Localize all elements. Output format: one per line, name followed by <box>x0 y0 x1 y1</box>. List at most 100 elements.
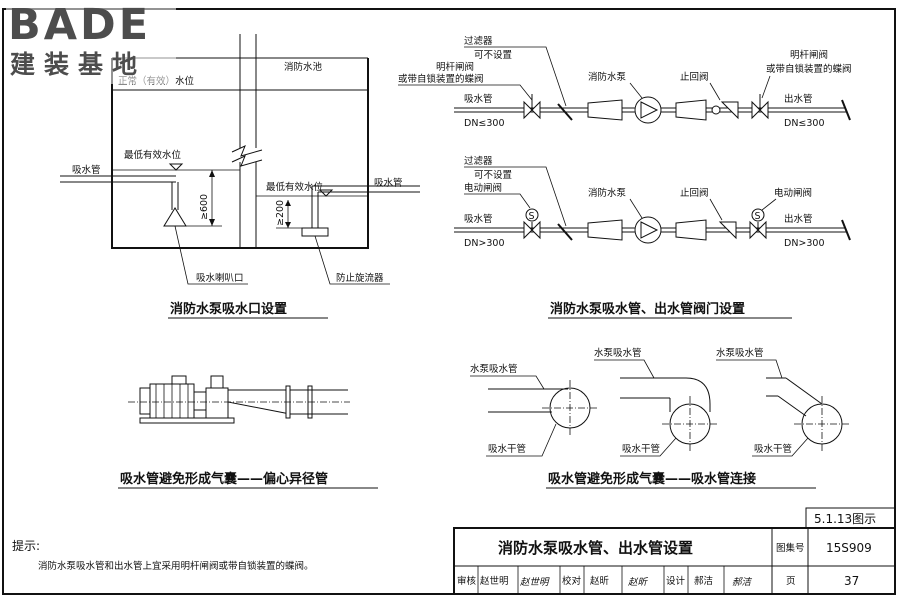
pipe-end-bottom <box>841 219 851 241</box>
elbow-outer-b <box>685 377 711 412</box>
check-valve-body-top <box>720 101 739 120</box>
note2-top: 明杆闸阀 <box>436 61 474 73</box>
bell-mouth-symbol <box>163 207 187 227</box>
leader-gate-inlet-bottom <box>464 193 531 209</box>
anti-vortex-plate <box>301 227 329 237</box>
title-block: 消防水泵吸水管、出水管设置 图集号 15S909 审核 赵世明 赵世明 校对 赵… <box>453 527 896 595</box>
connection-variant-c: 水泵吸水管 吸水干管 <box>716 347 850 457</box>
angled-inner-c <box>777 395 807 417</box>
dim-200-label: ≥200 <box>275 200 286 226</box>
angled-outer-c <box>785 377 823 405</box>
break-symbol <box>231 145 263 157</box>
connection-diagram: 水泵吸水管 吸水干管 水泵吸水管 吸水干管 <box>470 347 850 489</box>
pump-arrow-bottom <box>640 221 659 239</box>
gate-label1-top: 明杆闸阀 <box>790 49 828 61</box>
title-block-frame <box>453 527 896 595</box>
suction-label-left: 吸水管 <box>72 164 101 176</box>
atlas-label: 图集号 <box>776 542 805 554</box>
dim-600-label: ≥600 <box>199 194 210 220</box>
valve-row-top: 过滤器 可不设置 明杆闸阀 或带自锁装置的蝶阀 吸水管 DN≤300 消防水泵 … <box>398 35 852 129</box>
check-valve-bottom <box>718 221 737 240</box>
designer-signature: 郝洁 <box>732 577 753 588</box>
page-label: 页 <box>786 576 796 587</box>
leader-b-top <box>594 359 655 379</box>
header-label-a: 吸水干管 <box>488 443 526 455</box>
review-label: 审核 <box>457 575 477 587</box>
min-level-label-left: 最低有效水位 <box>124 149 182 161</box>
pipe-end-top <box>841 99 851 121</box>
design-label: 设计 <box>666 575 686 587</box>
pump-suction-label-c: 水泵吸水管 <box>716 347 764 359</box>
header-label-c: 吸水干管 <box>754 443 792 455</box>
reviewer-signature: 赵世明 <box>520 577 550 588</box>
leader-pump-bottom <box>629 198 643 219</box>
leader-filter-bottom <box>464 166 567 227</box>
brand-logo: BADE 建装基地 <box>6 2 176 84</box>
filter-bottom <box>557 223 573 241</box>
leader-pump-top <box>629 82 643 99</box>
suction-label-bottom: 吸水管 <box>464 213 493 225</box>
checker-name: 赵昕 <box>590 575 610 587</box>
leader-gate-outlet-top <box>761 75 771 99</box>
check-label: 校对 <box>562 575 582 587</box>
pump-label-bottom: 消防水泵 <box>588 187 627 199</box>
motor-coupling <box>193 391 207 411</box>
tank-label: 消防水池 <box>284 61 323 73</box>
note1-bottom: 可不设置 <box>474 170 512 181</box>
designer-name: 郝洁 <box>694 575 713 587</box>
leader-a-top <box>470 375 545 390</box>
valve-row-bottom: S S 过滤器 可不设置 电动闸阀 吸水管 DN>300 消防水泵 止回阀 电动… <box>454 155 851 249</box>
water-mark-left <box>168 163 184 171</box>
connect-caption: 吸水管避免形成气囊——吸水管连接 <box>548 471 756 487</box>
pump-casing <box>205 387 229 423</box>
page-number: 37 <box>844 574 859 588</box>
gate-label2-top: 或带自锁装置的蝶阀 <box>766 63 852 75</box>
check-valve-top <box>711 105 721 115</box>
reducer-in-top <box>587 99 623 121</box>
leader-c-top <box>716 359 783 379</box>
leader-gate-inlet-top <box>398 84 533 101</box>
dn-in-top: DN≤300 <box>464 118 505 129</box>
motor-end-cap <box>139 387 151 415</box>
outlet-label-top: 出水管 <box>784 93 813 105</box>
reducer-diagram: 吸水管避免形成气囊——偏心异径管 <box>118 375 378 489</box>
motor-terminal-box <box>171 375 187 385</box>
filter-top <box>557 103 573 121</box>
leader-c-bottom <box>752 437 809 457</box>
notes-text: 消防水泵吸水管和出水管上宜采用明杆闸阀或带自锁装置的蝶阀。 <box>38 560 314 572</box>
leader-a-bottom <box>486 423 557 457</box>
suction-label-right: 吸水管 <box>374 177 403 189</box>
connection-variant-a: 水泵吸水管 吸水干管 <box>470 363 598 457</box>
outlet-label-bottom: 出水管 <box>784 213 813 225</box>
pump-label-top: 消防水泵 <box>588 71 627 83</box>
check-label-bottom: 止回阀 <box>680 187 709 199</box>
drawing-frame <box>2 8 896 595</box>
pump-base <box>139 417 235 424</box>
bell-mouth-label: 吸水喇叭口 <box>196 272 244 284</box>
atlas-number: 15S909 <box>826 541 872 555</box>
pump-arrow-top <box>640 101 659 119</box>
filter-label-bottom: 过滤器 <box>464 155 493 167</box>
suction-label-top: 吸水管 <box>464 93 493 105</box>
intake-diagram: 正常（有效）水位 消防水池 最低有效水位 吸水管 ≥600 最低有效水位 吸水管… <box>60 34 420 319</box>
leader-filter-top <box>464 46 567 107</box>
leader-b-bottom <box>620 437 677 457</box>
dim-600-arrow <box>209 170 215 226</box>
check-label-top: 止回阀 <box>680 71 709 83</box>
motor-symbol-inlet: S <box>529 211 535 222</box>
motor-actuator-outlet <box>751 208 765 222</box>
brand-logo-text: BADE <box>8 0 152 50</box>
valve-caption: 消防水泵吸水管、出水管阀门设置 <box>550 301 745 317</box>
note1-top: 可不设置 <box>474 50 512 61</box>
dn-in-bottom: DN>300 <box>464 238 505 249</box>
figure-number: 5.1.13图示 <box>814 512 876 526</box>
valve-diagram: 过滤器 可不设置 明杆闸阀 或带自锁装置的蝶阀 吸水管 DN≤300 消防水泵 … <box>398 35 852 319</box>
leader-check-top <box>709 82 721 101</box>
reducer-out-bottom <box>675 219 707 241</box>
break-symbol-2 <box>231 155 263 167</box>
anti-vortex-label: 防止旋流器 <box>336 272 384 284</box>
checker-signature: 赵昕 <box>628 577 649 588</box>
motor-actuator-inlet <box>525 208 539 222</box>
